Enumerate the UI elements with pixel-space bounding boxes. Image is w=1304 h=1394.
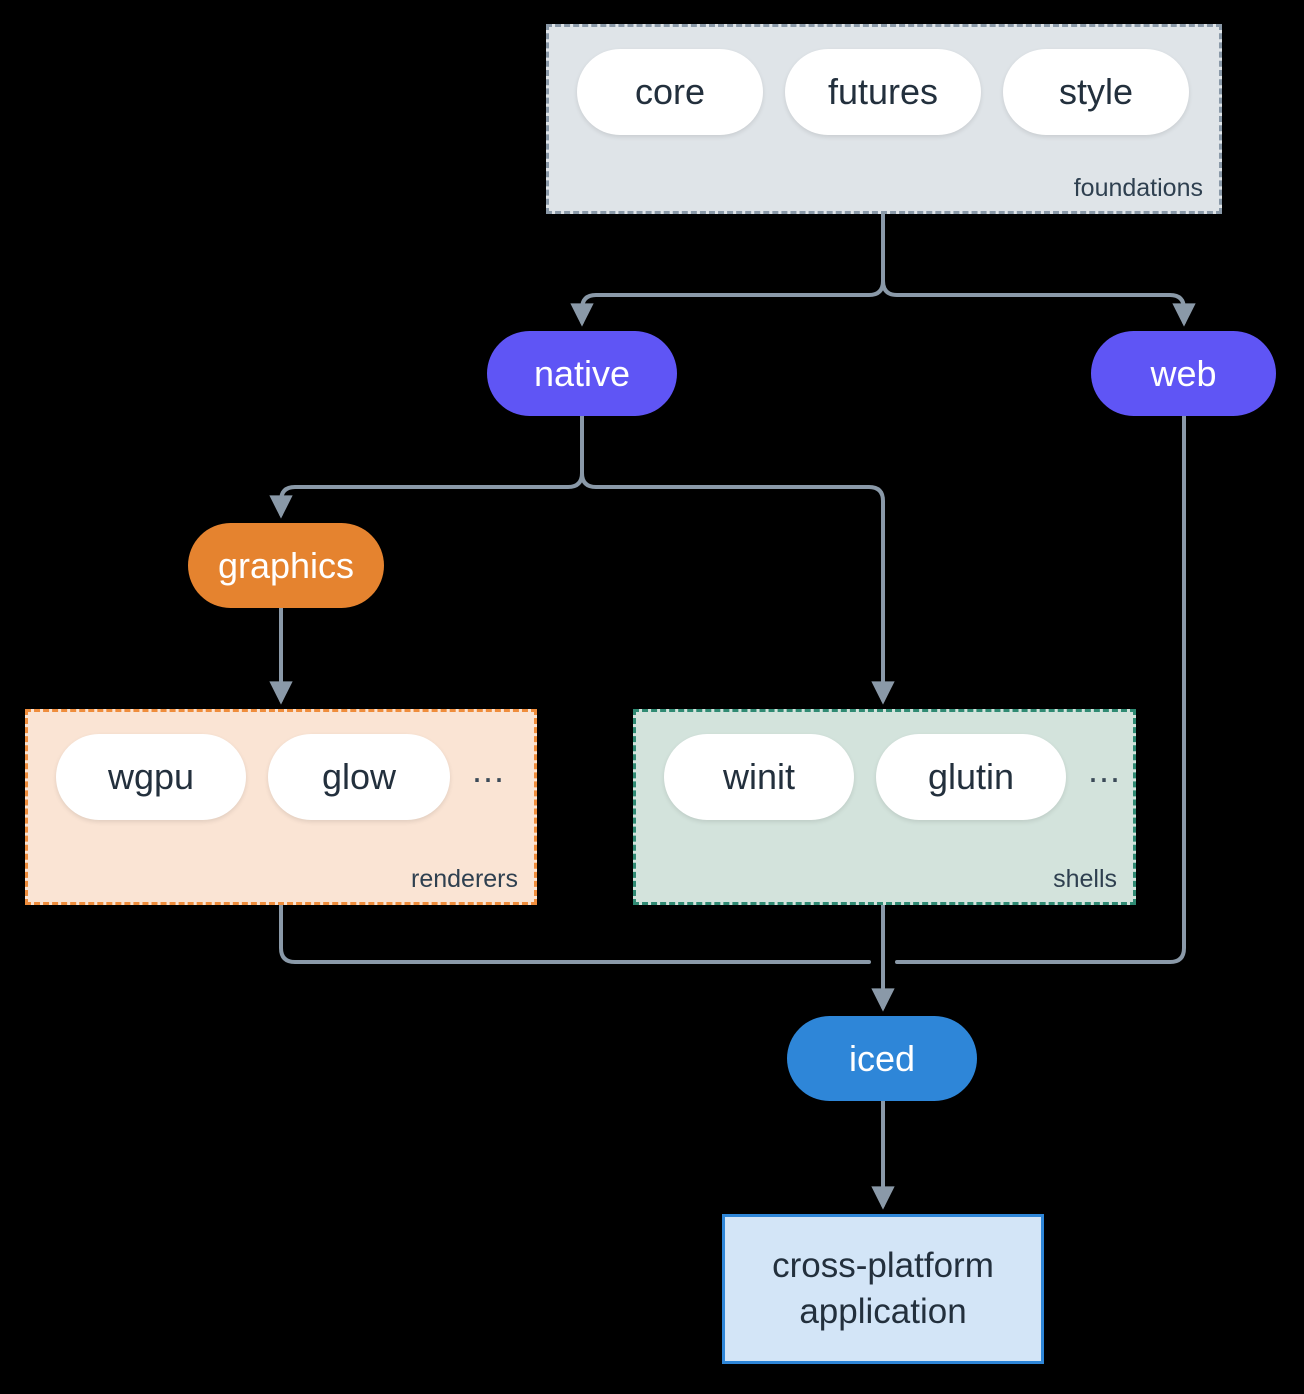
node-core[interactable]: core [577,49,763,135]
edge-native-to-shells [580,471,895,705]
cluster-renderers-items: wgpu glow ... [28,734,534,820]
cluster-renderers[interactable]: wgpu glow ... renderers [25,709,537,905]
cluster-foundations-items: core futures style [549,49,1219,135]
node-web[interactable]: web [1091,331,1276,416]
edge-renderers-to-iced [279,903,871,964]
cluster-shells-label: shells [1053,865,1117,893]
application-line-1: cross-platform [772,1245,994,1285]
application-line-2: application [799,1292,967,1331]
node-winit[interactable]: winit [664,734,854,820]
cluster-shells-items: winit glutin ... [636,734,1133,820]
shells-ellipsis: ... [1088,749,1122,791]
cluster-shells[interactable]: winit glutin ... shells [633,709,1136,905]
node-cross-platform-application[interactable]: cross-platform application [722,1214,1044,1364]
cluster-foundations[interactable]: core futures style foundations [546,24,1222,214]
cluster-foundations-label: foundations [1073,174,1203,202]
node-graphics[interactable]: graphics [188,523,384,608]
node-native[interactable]: native [487,331,677,416]
cluster-renderers-label: renderers [411,865,518,893]
renderers-ellipsis: ... [472,749,506,791]
node-glow[interactable]: glow [268,734,450,820]
node-style[interactable]: style [1003,49,1189,135]
node-wgpu[interactable]: wgpu [56,734,246,820]
node-futures[interactable]: futures [785,49,981,135]
edge-native-to-graphics [269,471,584,519]
edge-foundations-to-web [881,279,1196,327]
edge-foundations-to-native [570,279,885,327]
node-iced[interactable]: iced [787,1016,977,1101]
node-glutin[interactable]: glutin [876,734,1066,820]
